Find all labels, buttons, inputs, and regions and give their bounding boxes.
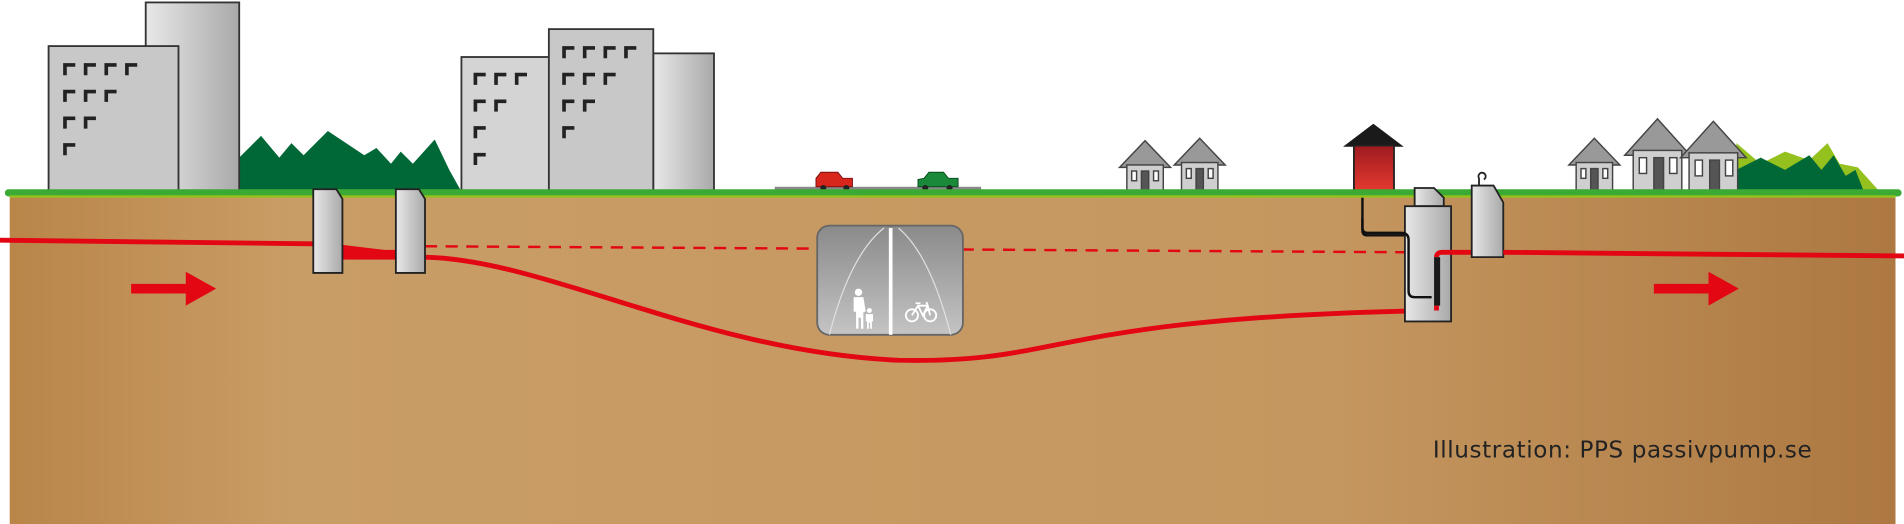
outflow-pipe [1503, 249, 1904, 259]
pressure-pipe [0, 237, 1438, 363]
windows-left [63, 63, 138, 156]
buildings-center [460, 28, 715, 193]
pedestrian-icon [853, 288, 874, 329]
illustration-credit: Illustration: PPS passivpump.se [1433, 437, 1813, 463]
pump-station [1361, 187, 1472, 323]
building-tall-left [47, 1, 241, 193]
tunnel [816, 224, 964, 336]
car-green [917, 171, 959, 192]
manhole-1 [312, 188, 344, 274]
flow-arrow-right [1653, 271, 1739, 306]
flow-arrow-left [131, 271, 217, 306]
manhole-2 [394, 188, 426, 274]
houses [1117, 117, 1748, 195]
manhole-3 [1470, 171, 1505, 259]
forest-right [1736, 155, 1864, 192]
bicycle-icon [904, 301, 938, 323]
forest-left [239, 131, 462, 192]
